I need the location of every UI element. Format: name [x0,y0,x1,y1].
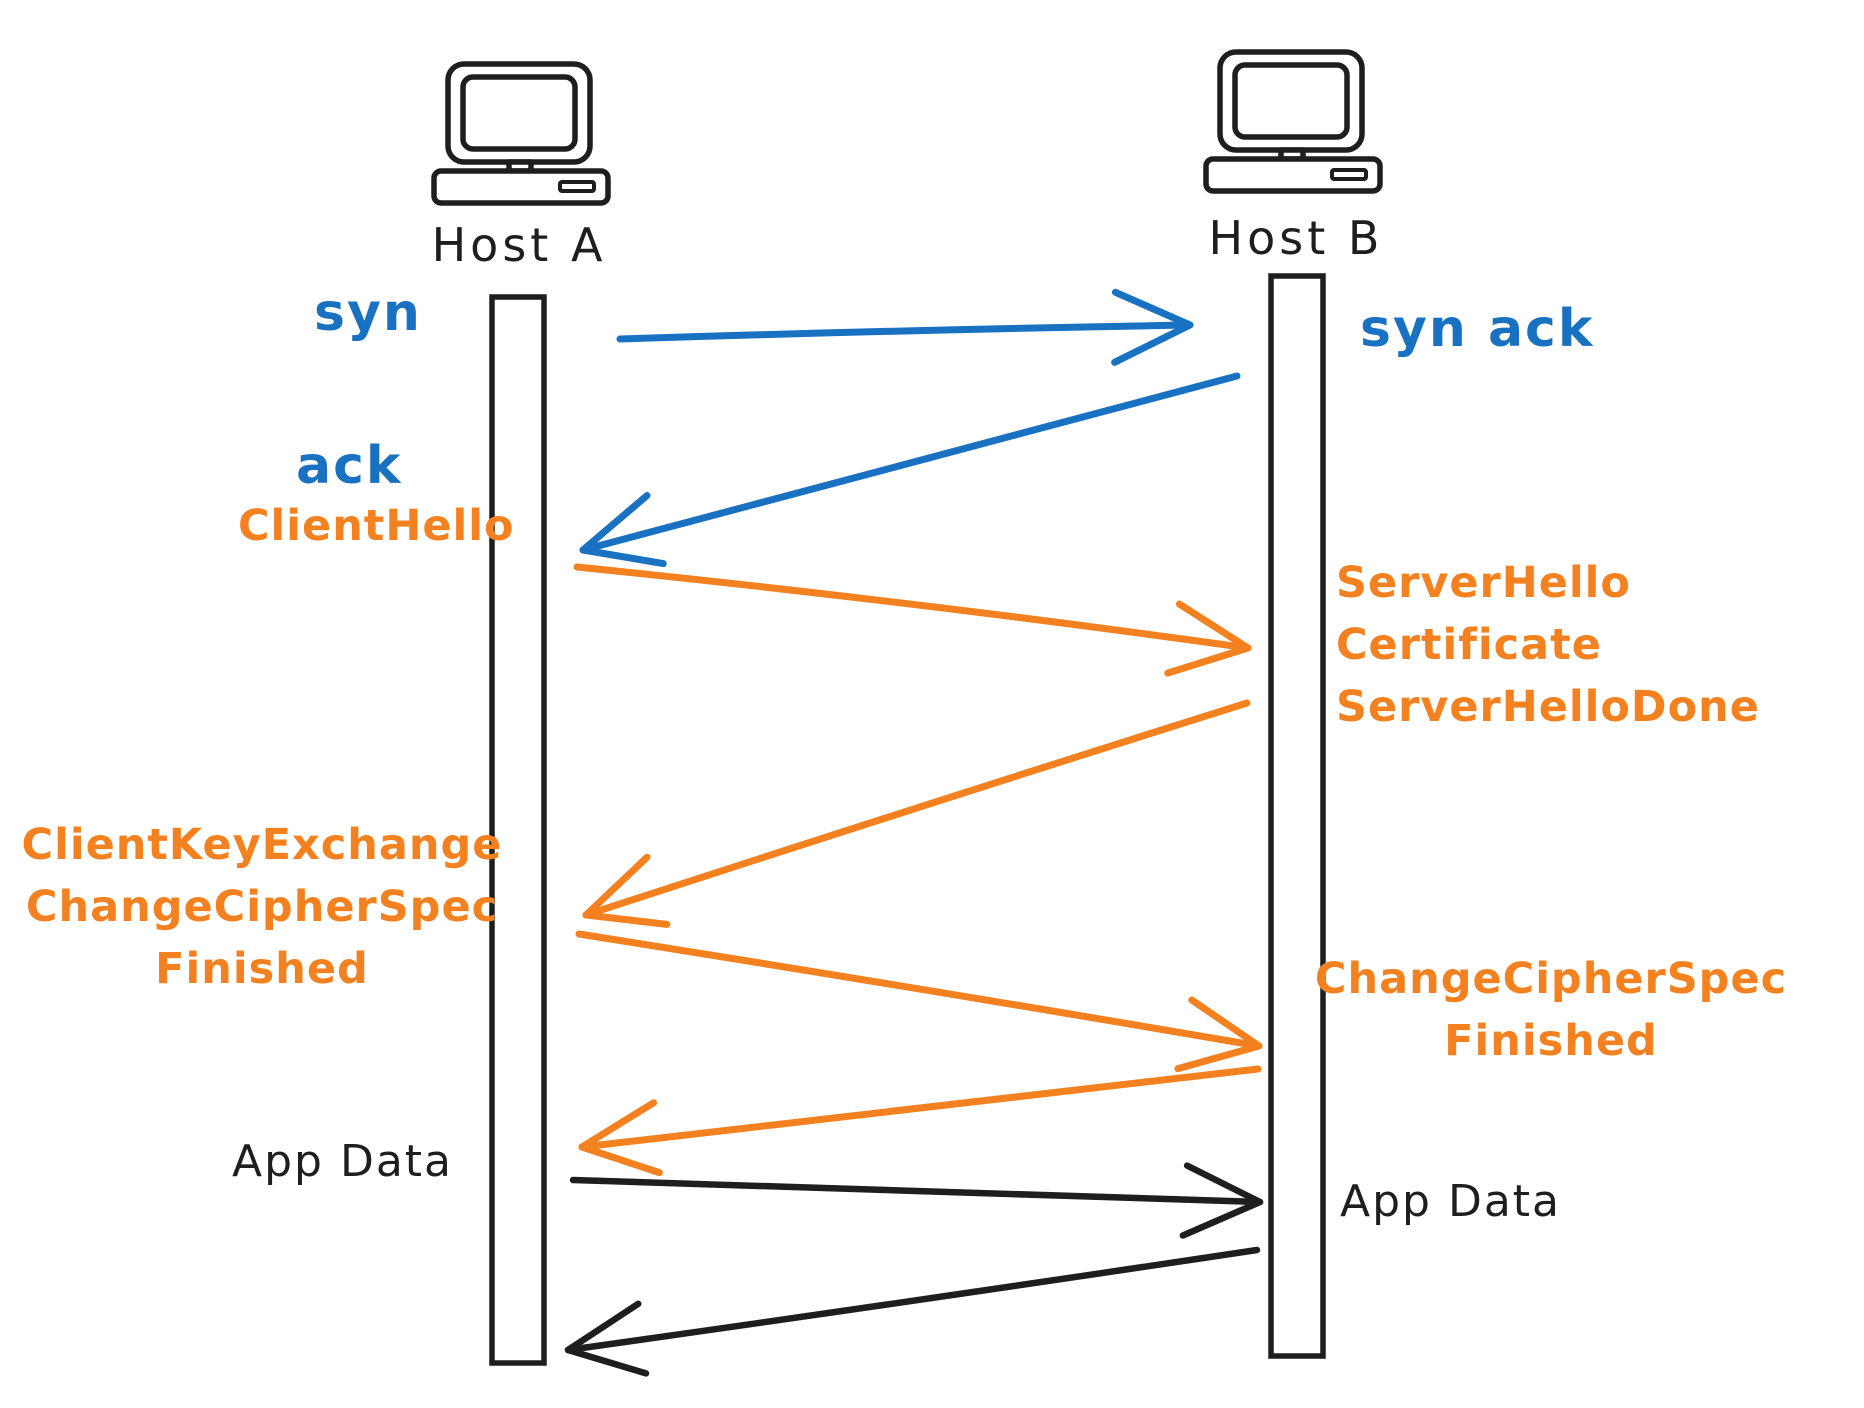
app-data-right-label: App Data [1340,1176,1562,1227]
computer-base [1203,156,1383,194]
client-hello-arrow [573,563,1252,677]
server-hello-label: ServerHello [1336,558,1631,608]
server-finished-label-block: ChangeCipherSpec Finished [1315,948,1787,1072]
host-a-lifeline [489,294,547,1366]
app-data-left-label: App Data [232,1136,454,1187]
host-a-computer-icon [431,61,611,206]
host-b-label: Host B [1208,211,1384,265]
server-hello-arrow [582,699,1251,928]
client-key-exchange-label: ClientKeyExchange [21,820,503,870]
base-slot [558,180,596,193]
client-key-exchange-arrow [575,930,1263,1073]
finished-label: Finished [1444,1016,1658,1066]
change-cipher-spec-arrow [578,1065,1262,1177]
client-hello-label: ClientHello [238,501,515,551]
ack-label: ack [296,436,403,496]
base-slot [1330,168,1368,181]
change-cipher-spec-label: ChangeCipherSpec [1314,954,1788,1004]
syn-ack-arrow [579,372,1241,568]
finished-label: Finished [155,944,369,994]
syn-label: syn [314,283,422,343]
app-data-arrow [569,1162,1264,1239]
computer-base [431,168,611,206]
monitor-screen [460,74,578,152]
change-cipher-spec-label: ChangeCipherSpec [25,882,499,932]
host-b-lifeline [1268,273,1326,1359]
host-b-computer-icon [1203,49,1383,194]
host-a-label: Host A [431,218,607,272]
syn-ack-label: syn ack [1360,299,1595,359]
app-data-return-arrow [564,1246,1261,1377]
certificate-label: Certificate [1336,620,1602,670]
monitor-screen [1232,62,1350,140]
syn-arrow [616,288,1194,366]
server-hello-done-label: ServerHelloDone [1336,682,1760,732]
server-response-label-block: ServerHello Certificate ServerHelloDone [1336,552,1760,738]
client-key-exchange-label-block: ClientKeyExchange ChangeCipherSpec Finis… [22,814,503,1000]
